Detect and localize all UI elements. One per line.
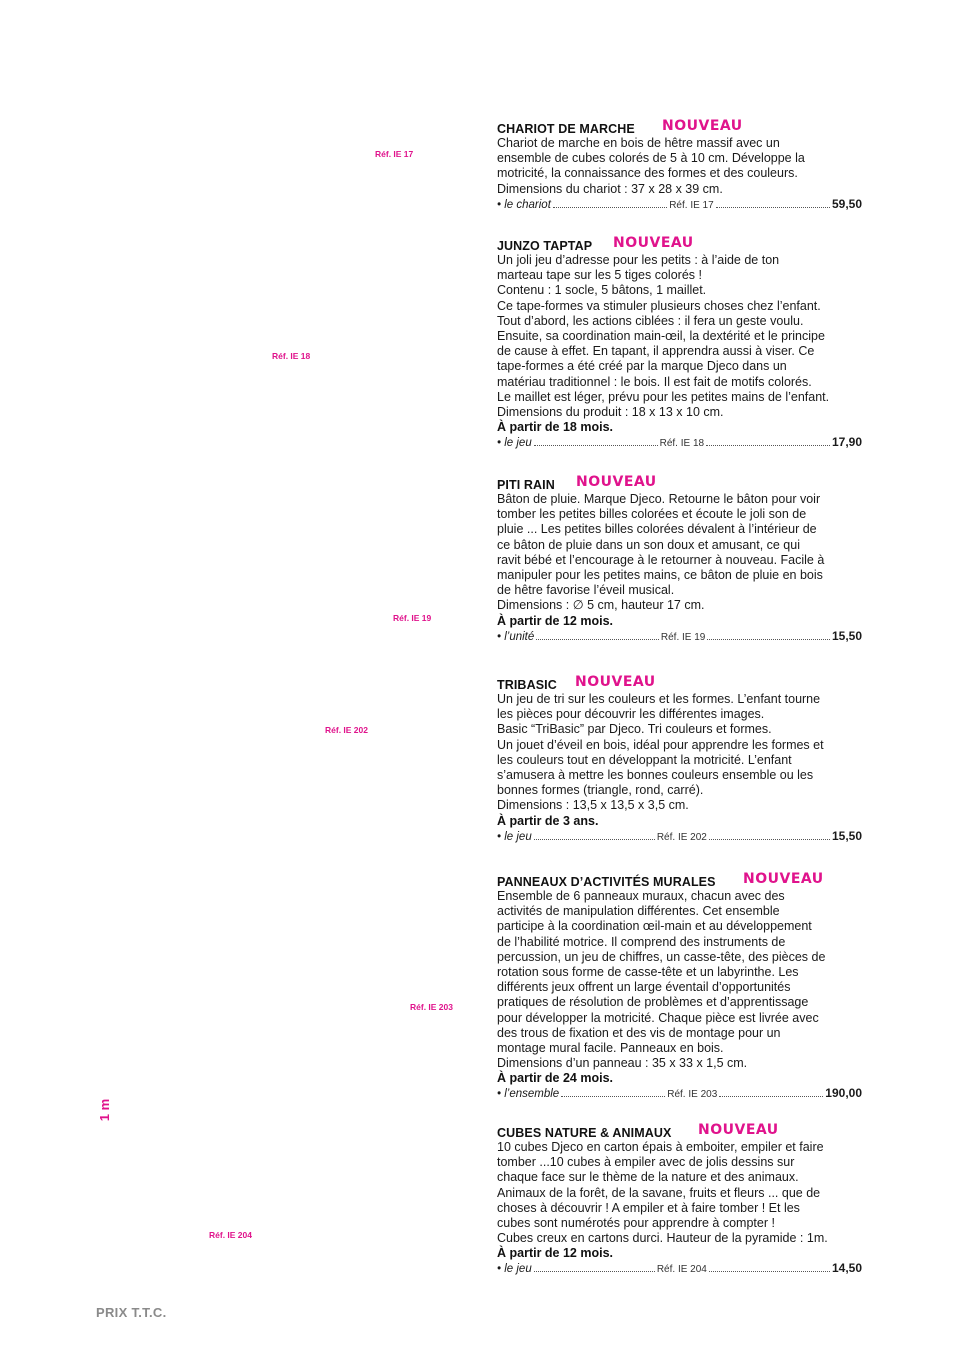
dot-leader (708, 1271, 830, 1273)
price-line: • l’unité Réf. IE 19 15,50 (497, 629, 862, 645)
ref-tag-ie19: Réf. IE 19 (393, 613, 432, 623)
dot-leader (708, 838, 830, 840)
price-line: • le jeu Réf. IE 202 15,50 (497, 829, 862, 845)
product-description: 10 cubes Djeco en carton épais à emboite… (497, 1140, 828, 1246)
product-title: PANNEAUX D’ACTIVITÉS MURALES (497, 875, 716, 889)
dot-leader (561, 1096, 666, 1098)
product-description: Chariot de marche en bois de hêtre massi… (497, 136, 805, 196)
price-line: • le jeu Réf. IE 18 17,90 (497, 435, 862, 451)
ref-label: Réf. IE 18 (659, 438, 705, 450)
price-value: 14,50 (831, 1261, 862, 1276)
dot-leader (715, 206, 830, 208)
product-chariot-de-marche: CHARIOT DE MARCHE NOUVEAU Chariot de mar… (497, 118, 862, 213)
ref-tag-ie202: Réf. IE 202 (325, 725, 368, 735)
unit-label: • le jeu (497, 1263, 532, 1276)
product-description: Bâton de pluie. Marque Djeco. Retourne l… (497, 492, 825, 613)
new-badge: NOUVEAU (613, 235, 694, 251)
unit-label: • le chariot (497, 198, 551, 211)
product-cubes-nature-animaux: CUBES NATURE & ANIMAUX NOUVEAU 10 cubes … (497, 1122, 862, 1277)
age-recommendation: À partir de 12 mois. (497, 613, 614, 628)
product-title: CHARIOT DE MARCHE (497, 122, 635, 136)
price-value: 15,50 (831, 828, 862, 843)
dot-leader (719, 1096, 824, 1098)
new-badge: NOUVEAU (698, 1122, 779, 1138)
footer-price-note: PRIX T.T.C. (96, 1305, 167, 1320)
dot-leader (536, 638, 659, 640)
product-description: Un jeu de tri sur les couleurs et les fo… (497, 692, 824, 813)
dot-leader (533, 445, 658, 447)
ref-tag-ie17: Réf. IE 17 (375, 149, 414, 159)
product-tribasic: TRIBASIC NOUVEAU Un jeu de tri sur les c… (497, 674, 862, 845)
dot-leader (707, 638, 830, 640)
price-value: 17,90 (831, 435, 862, 450)
dot-leader (533, 838, 655, 840)
product-title: JUNZO TAPTAP (497, 239, 593, 253)
age-recommendation: À partir de 12 mois. (497, 1246, 614, 1261)
product-description: Ensemble de 6 panneaux muraux, chacun av… (497, 889, 826, 1071)
price-value: 190,00 (825, 1086, 862, 1101)
price-value: 15,50 (831, 628, 862, 643)
dot-leader (552, 206, 668, 208)
ref-tag-ie18: Réf. IE 18 (272, 351, 311, 361)
dot-leader (706, 445, 830, 447)
ref-tag-ie204: Réf. IE 204 (209, 1230, 252, 1240)
unit-label: • l’ensemble (497, 1088, 560, 1101)
age-recommendation: À partir de 18 mois. (497, 420, 614, 435)
product-junzo-taptap: JUNZO TAPTAP NOUVEAU Un joli jeu d’adres… (497, 235, 862, 451)
age-recommendation: À partir de 3 ans. (497, 813, 599, 828)
product-title: CUBES NATURE & ANIMAUX (497, 1126, 672, 1140)
product-description: Un joli jeu d’adresse pour les petits : … (497, 253, 830, 420)
product-title: PITI RAIN (497, 478, 555, 492)
ref-label: Réf. IE 202 (656, 831, 707, 843)
price-line: • le chariot Réf. IE 17 59,50 (497, 197, 862, 213)
ref-label: Réf. IE 203 (667, 1089, 718, 1101)
side-measure-label: 1 m (96, 1098, 112, 1122)
new-badge: NOUVEAU (576, 474, 657, 490)
new-badge: NOUVEAU (743, 871, 824, 887)
new-badge: NOUVEAU (575, 674, 656, 690)
product-piti-rain: PITI RAIN NOUVEAU Bâton de pluie. Marque… (497, 474, 862, 645)
unit-label: • le jeu (497, 830, 532, 843)
product-panneaux-activites: PANNEAUX D’ACTIVITÉS MURALES NOUVEAU Ens… (497, 871, 862, 1102)
age-recommendation: À partir de 24 mois. (497, 1071, 614, 1086)
price-line: • le jeu Réf. IE 204 14,50 (497, 1261, 862, 1277)
price-value: 59,50 (831, 196, 863, 211)
ref-tag-ie203: Réf. IE 203 (410, 1002, 453, 1012)
unit-label: • le jeu (497, 437, 532, 450)
ref-label: Réf. IE 204 (656, 1264, 707, 1276)
ref-label: Réf. IE 19 (660, 631, 706, 643)
product-title: TRIBASIC (497, 678, 557, 692)
new-badge: NOUVEAU (662, 118, 743, 134)
price-line: • l’ensemble Réf. IE 203 190,00 (497, 1086, 862, 1102)
unit-label: • l’unité (497, 630, 535, 643)
dot-leader (533, 1271, 655, 1273)
ref-label: Réf. IE 17 (669, 199, 714, 211)
